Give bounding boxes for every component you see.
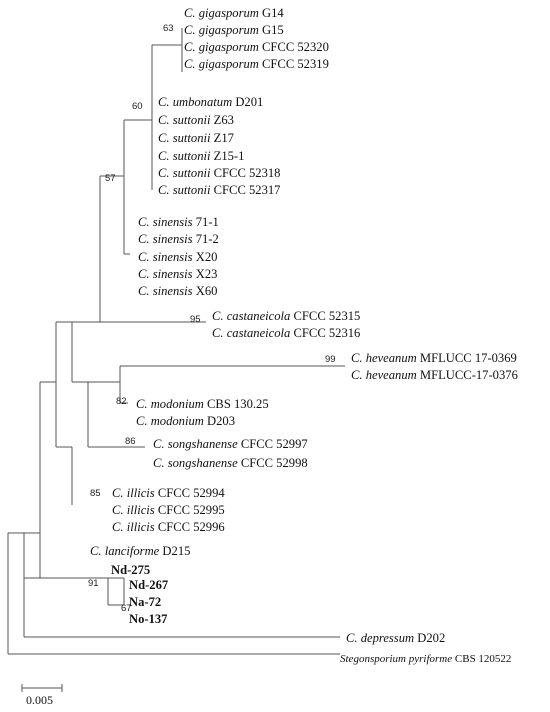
taxon-label: Nd-267 [129, 578, 168, 592]
bootstrap-modonium: 82 [116, 396, 127, 407]
tree-branches [7, 28, 345, 655]
bootstrap-gigasporum: 63 [163, 23, 174, 34]
taxon-label: C. depressum D202 [346, 631, 445, 645]
bootstrap-umbonatum-suttonii: 60 [132, 101, 143, 112]
taxon-label: C. suttonii CFCC 52318 [158, 166, 280, 180]
taxon-label: C. sinensis X23 [138, 267, 217, 281]
taxon-label: C. castaneicola CFCC 52315 [212, 309, 360, 323]
taxon-label: C. gigasporum CFCC 52320 [184, 40, 329, 54]
bootstrap-new-clade: 91 [88, 578, 99, 589]
taxon-label: C. suttonii Z15-1 [158, 149, 244, 163]
taxon-label: No-137 [129, 612, 167, 626]
taxon-label: Stegonsporium pyriforme CBS 120522 [340, 653, 511, 665]
taxon-label: C. illicis CFCC 52994 [112, 486, 225, 500]
bootstrap-castaneicola: 95 [190, 314, 201, 325]
scale-bar: 0.005 [21, 684, 63, 707]
taxon-label: C. sinensis 71-1 [138, 215, 219, 229]
taxon-label: C. castaneicola CFCC 52316 [212, 326, 360, 340]
taxon-label: C. modonium CBS 130.25 [136, 397, 269, 411]
taxon-label: C. lanciforme D215 [90, 544, 190, 558]
taxon-label: C. songshanense CFCC 52997 [153, 437, 308, 451]
taxon-label: C. songshanense CFCC 52998 [153, 456, 308, 470]
scale-bar-label: 0.005 [26, 693, 53, 707]
taxon-label: C. umbonatum D201 [158, 95, 263, 109]
taxon-label: Nd-275 [111, 563, 150, 577]
taxon-label: C. illicis CFCC 52995 [112, 503, 225, 517]
bootstrap-upper: 57 [105, 173, 116, 184]
taxon-label: C. suttonii Z17 [158, 131, 234, 145]
bootstrap-heveanum: 99 [325, 354, 336, 365]
taxon-label: C. illicis CFCC 52996 [112, 520, 225, 534]
bootstrap-illicis: 85 [90, 488, 101, 499]
bootstrap-songshanense: 86 [125, 436, 136, 447]
taxon-labels: C. gigasporum G14 C. gigasporum G15 C. g… [90, 6, 518, 665]
taxon-label: C. heveanum MFLUCC 17-0369 [351, 351, 517, 365]
taxon-label: C. sinensis X20 [138, 250, 217, 264]
bootstrap-new-inner: 67 [121, 603, 132, 614]
taxon-label: C. suttonii Z63 [158, 113, 234, 127]
taxon-label: C. gigasporum G15 [184, 23, 284, 37]
taxon-label: C. sinensis X60 [138, 284, 217, 298]
taxon-label: C. gigasporum CFCC 52319 [184, 57, 329, 71]
taxon-label: C. sinensis 71-2 [138, 232, 219, 246]
taxon-label: C. suttonii CFCC 52317 [158, 183, 280, 197]
bootstrap-values: 63 60 57 95 99 82 86 85 91 67 [88, 23, 336, 614]
taxon-label: C. heveanum MFLUCC-17-0376 [351, 368, 518, 382]
taxon-label: C. modonium D203 [136, 414, 235, 428]
taxon-label: Na-72 [129, 595, 161, 609]
taxon-label: C. gigasporum G14 [184, 6, 284, 20]
